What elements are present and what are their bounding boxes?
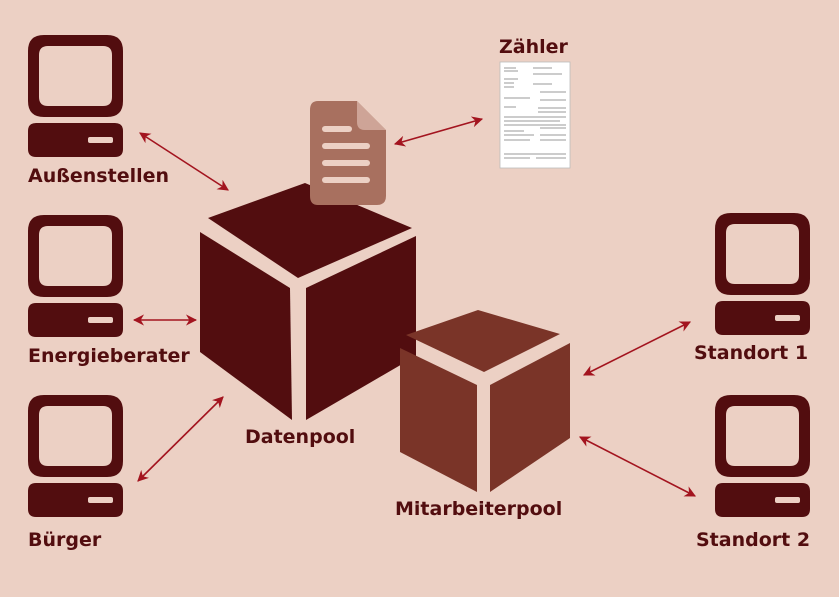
label-energieberater: Energieberater xyxy=(28,345,190,367)
label-datenpool: Datenpool xyxy=(245,426,355,448)
arrow-mitarbeiterpool-standort1 xyxy=(582,321,692,376)
cube-icon-datenpool xyxy=(200,183,416,420)
label-aussenstellen: Außenstellen xyxy=(28,165,169,187)
computer-icon-standort1 xyxy=(715,213,810,335)
cube-icon-mitarbeiterpool xyxy=(400,310,570,492)
computer-icon-standort2 xyxy=(715,395,810,517)
label-mitarbeiterpool: Mitarbeiterpool xyxy=(395,498,562,520)
arrow-buerger-datenpool xyxy=(137,396,224,482)
arrow-aussenstellen-datenpool xyxy=(139,132,229,191)
label-buerger: Bürger xyxy=(28,529,102,551)
scanned-document xyxy=(499,61,571,169)
computer-icon-aussenstellen xyxy=(28,35,123,157)
label-standort1: Standort 1 xyxy=(694,342,808,364)
label-standort2: Standort 2 xyxy=(696,529,810,551)
computer-icon-energieberater xyxy=(28,215,123,337)
arrow-document-zaehler xyxy=(393,116,484,147)
computer-icon-buerger xyxy=(28,395,123,517)
document-icon xyxy=(310,101,386,205)
label-zaehler: Zähler xyxy=(499,36,569,58)
arrow-mitarbeiterpool-standort2 xyxy=(579,436,696,497)
